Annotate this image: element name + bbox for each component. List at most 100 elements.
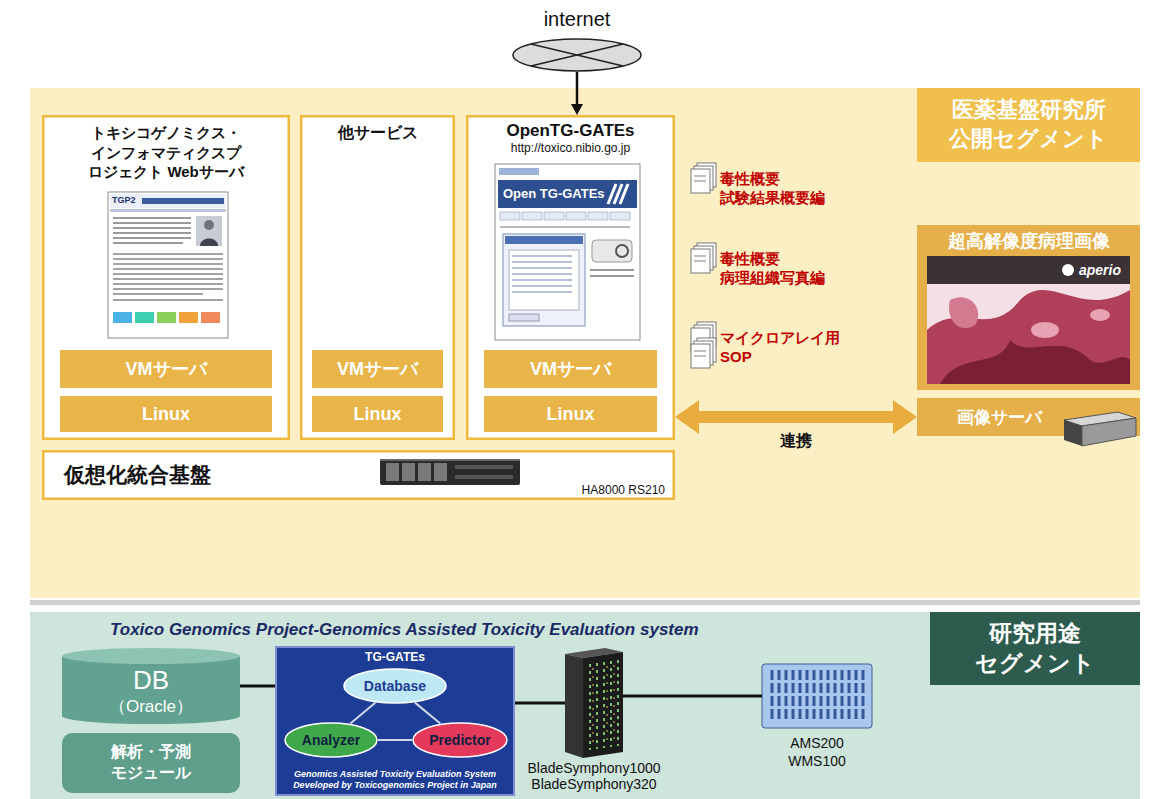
network-cloud-outline [512,38,642,72]
vm-bar-shape [60,350,272,388]
connector [415,703,440,724]
document-lines [694,176,706,356]
server-box: トキシコゲノミクス・インフォマティクスプロジェクト Webサーバ VMサーバ Lin… [42,115,290,440]
os-bar: Linux [312,396,443,432]
connector-line [378,739,412,741]
blade-rack [565,648,623,758]
connector-line [515,702,565,705]
connector-label: 連携 [777,431,815,452]
web-screenshot [495,164,640,340]
segment-separator [30,600,1140,605]
arrow-head [893,400,917,434]
node-label: Genomics Assisted Toxicity Evaluation Sy… [281,769,509,792]
os-bar-shape [312,396,443,432]
web-screenshot [108,192,228,338]
connector [240,686,275,687]
blade-server: BladeSymphony1000 BladeSymphony320 [565,648,623,758]
node-label: マイクロアレイ用 SOP [720,328,848,367]
connector-line [240,685,275,688]
os-bar-shape [60,396,272,432]
vm-bar-shape [484,350,657,388]
node-label: 研究用途 セグメント [930,612,1140,685]
document-label: マイクロアレイ用 SOP [720,322,848,372]
platform-box: 仮想化統合基盤 HA8000 RS210 [42,450,675,500]
node-label: internet [512,8,642,31]
node-label: 他サービス [306,123,449,144]
node-label: VMサーバ [337,357,418,381]
module-box-shape [62,733,240,793]
arrow-head [675,400,699,434]
document-label: 毒性概要 試験結果概要編 [720,163,838,213]
storage-array [762,664,872,728]
node-label: Database [364,678,426,694]
image-panel-shape [918,226,1139,389]
ellipse-shape [413,723,507,757]
segment-band: 研究用途 セグメント Toxico Genomics Project-Genomi… [30,612,1140,799]
node-label: Toxico Genomics Project-Genomics Assiste… [110,620,699,640]
server-box-shape [301,116,454,439]
node-label: （Oracle） [109,695,193,718]
segment-band-shape [30,612,1140,799]
connector [571,72,583,115]
component-ellipse: Database [343,668,447,704]
component-ellipse: Predictor [412,722,508,758]
connector-line [576,72,579,105]
node-label: TG-GATEs [275,650,515,664]
document-icon [691,163,716,368]
vm-bar: VMサーバ [60,350,272,388]
server-box: OpenTG-GATEshttp://toxico.nibio.go.jpVMサ… [466,115,675,440]
node-label: 仮想化統合基盤 [64,461,211,489]
cloud-shape [513,39,641,71]
node-label: 毒性概要 病理組織写真編 [720,249,838,288]
pathology-image [927,256,1130,384]
component-ellipse: Analyzer [284,722,378,758]
node-label: Linux [142,404,190,425]
vm-bar: VMサーバ [312,350,443,388]
node-label: AMS200 WMS100 [767,734,867,770]
node-label: Predictor [429,732,490,748]
node-label: 毒性概要 試験結果概要編 [720,169,838,208]
screen-label: aperio [1079,262,1121,278]
ellipse-shape [285,723,377,757]
os-bar-shape [484,396,657,432]
node-label: トキシコゲノミクス・インフォマティクスプロジェクト Webサーバ [52,123,280,182]
connector [515,703,565,704]
connector-line [350,703,375,724]
server-box-shape [467,116,674,439]
server-box: 他サービス VMサーバ Linux [300,115,455,440]
os-bar: Linux [484,396,657,432]
node-label: Linux [354,404,402,425]
segment-band: 医薬基盤研究所 公開セグメント トキシコゲノミクス・インフォマティクスプロジェクト… [30,88,1140,598]
arrow-head [571,104,583,115]
image-panel: 超高解像度病理画像 [917,225,1140,390]
node-label: Linux [547,404,595,425]
node-label: 超高解像度病理画像 [917,229,1140,253]
node-label: VMサーバ [126,357,207,381]
connector [623,696,762,697]
cylinder-top [62,648,240,664]
node-label: OpenTG-GATEs [470,121,671,141]
segment-band-shape [30,88,1140,598]
connector [675,400,917,434]
node-label: HA8000 RS210 [582,483,665,497]
module-box: 解析・予測 モジュール [62,733,240,793]
node-label: Analyzer [302,732,360,748]
ellipse-shape [344,669,446,703]
connector [350,703,375,724]
connector-line [415,703,440,724]
database-cylinder: DB（Oracle） [62,648,240,724]
node-label: 画像サーバ [957,406,1042,429]
storage-unit: AMS200 WMS100 [762,664,872,728]
document-label: 毒性概要 病理組織写真編 [720,243,838,293]
screen-label: TGP2 [112,195,136,205]
connector-line [623,695,762,698]
vm-bar-shape [312,350,443,388]
node-label: 解析・予測 モジュール [72,742,230,784]
system-box-shape [276,647,514,795]
connector-line [697,411,896,423]
server-icon [1064,412,1136,446]
node-label: 医薬基盤研究所 公開セグメント [917,88,1140,162]
image-server-bar: 画像サーバ [917,398,1140,436]
network-cloud: internet [512,38,642,72]
platform-box-shape [43,451,674,499]
